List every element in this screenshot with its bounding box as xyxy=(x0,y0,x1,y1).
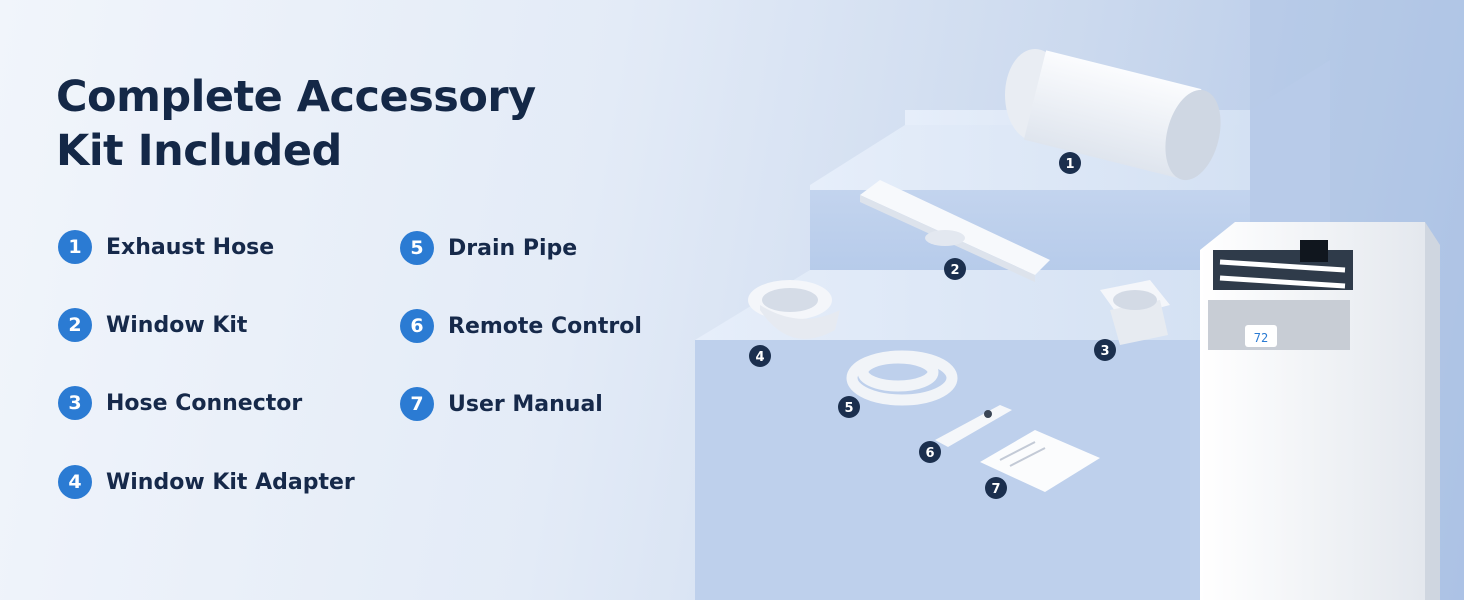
remote-control xyxy=(935,405,1012,447)
step-floor xyxy=(695,340,1230,600)
list-item-remote-control: 6 Remote Control xyxy=(400,306,642,346)
list-item-exhaust-hose: 1 Exhaust Hose xyxy=(58,227,274,267)
list-item-hose-connector: 3 Hose Connector xyxy=(58,383,302,423)
marker-4-text: 4 xyxy=(755,350,764,365)
marker-1-text: 1 xyxy=(1065,157,1074,172)
list-item-drain-pipe: 5 Drain Pipe xyxy=(400,228,577,268)
item-label: Hose Connector xyxy=(106,390,303,416)
marker-4: 4 xyxy=(749,345,771,367)
item-label: Exhaust Hose xyxy=(106,234,275,260)
marker-7-text: 7 xyxy=(991,482,1000,497)
product-scene: 72 1 2 3 4 5 6 7 xyxy=(695,0,1464,600)
title-line-1: Complete Accessory xyxy=(56,72,536,122)
marker-3: 3 xyxy=(1094,339,1116,361)
number-badge: 5 xyxy=(400,231,434,265)
list-item-user-manual: 7 User Manual xyxy=(400,384,603,424)
page-title: Complete Accessory Kit Included xyxy=(56,70,536,178)
exhaust-hose xyxy=(1005,49,1221,181)
drain-pipe xyxy=(846,350,958,406)
window-kit-adapter xyxy=(748,280,840,339)
marker-6-text: 6 xyxy=(925,446,934,461)
item-label: Drain Pipe xyxy=(448,235,578,261)
number-badge: 4 xyxy=(58,465,92,499)
number-badge: 3 xyxy=(58,386,92,420)
title-line-2: Kit Included xyxy=(56,126,342,176)
marker-7: 7 xyxy=(985,477,1007,499)
marker-6: 6 xyxy=(919,441,941,463)
marker-2: 2 xyxy=(944,258,966,280)
number-badge: 2 xyxy=(58,308,92,342)
item-label: Window Kit xyxy=(106,312,248,338)
number-badge: 6 xyxy=(400,309,434,343)
hose-connector xyxy=(1100,280,1170,345)
list-item-window-kit: 2 Window Kit xyxy=(58,305,247,345)
ac-display-text: 72 xyxy=(1254,331,1268,345)
item-label: Window Kit Adapter xyxy=(106,469,355,495)
number-badge: 1 xyxy=(58,230,92,264)
marker-5-text: 5 xyxy=(844,401,853,416)
item-label: Remote Control xyxy=(448,313,642,339)
item-label: User Manual xyxy=(448,391,603,417)
list-item-window-kit-adapter: 4 Window Kit Adapter xyxy=(58,462,355,502)
portable-air-conditioner: 72 xyxy=(1200,222,1440,600)
marker-3-text: 3 xyxy=(1100,344,1109,359)
number-badge: 7 xyxy=(400,387,434,421)
marker-1: 1 xyxy=(1059,152,1081,174)
marker-2-text: 2 xyxy=(950,263,959,278)
window-kit xyxy=(860,180,1050,282)
marker-5: 5 xyxy=(838,396,860,418)
user-manual xyxy=(980,430,1100,492)
